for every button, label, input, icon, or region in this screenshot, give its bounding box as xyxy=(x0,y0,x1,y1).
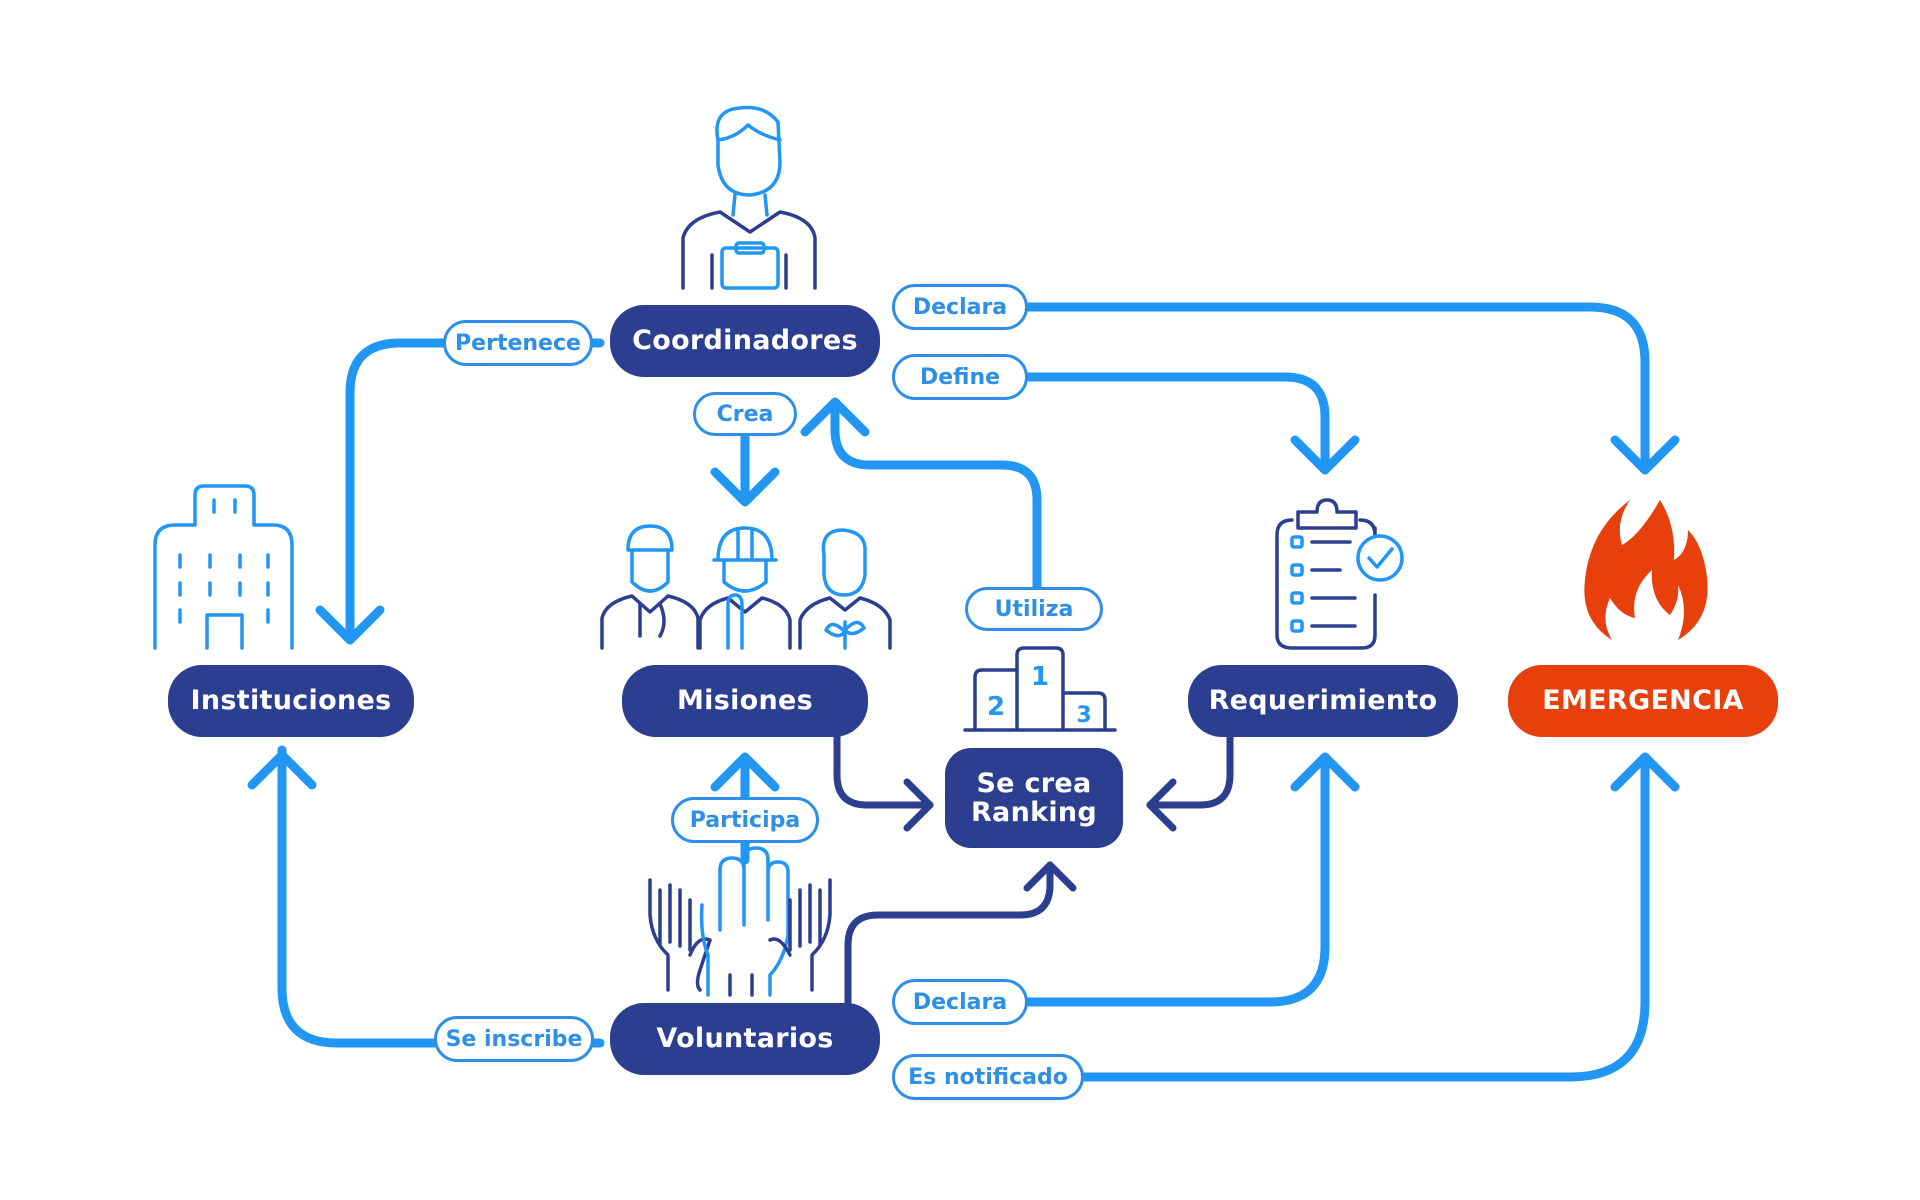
edge-utiliza xyxy=(830,407,1042,595)
node-emergencia-label: EMERGENCIA xyxy=(1542,685,1744,717)
label-crea: Crea xyxy=(693,392,797,436)
arrowhead-emergencia-top xyxy=(1610,435,1680,475)
label-participa: Participa xyxy=(671,797,819,843)
node-coordinadores-label: Coordinadores xyxy=(632,325,858,357)
node-requerimiento: Requerimiento xyxy=(1188,665,1458,737)
podium-number-2: 2 xyxy=(987,692,1005,722)
node-emergencia: EMERGENCIA xyxy=(1508,665,1778,737)
edge-declara-top xyxy=(1015,302,1650,475)
edge-requerimiento-ranking xyxy=(1146,731,1234,809)
workers-icon xyxy=(600,524,892,650)
podium-icon xyxy=(963,646,1117,732)
raised-hands-icon xyxy=(648,846,832,997)
arrowhead-misiones xyxy=(710,467,780,507)
node-ranking: Se crea Ranking xyxy=(945,748,1123,848)
node-instituciones-label: Instituciones xyxy=(190,685,392,717)
arrowhead-ranking-bottom xyxy=(1023,861,1077,892)
node-ranking-line1: Se crea xyxy=(976,767,1092,799)
edge-voluntarios-ranking xyxy=(844,861,1054,1009)
edge-pertenece xyxy=(345,338,605,645)
arrowhead-ranking-right xyxy=(1146,778,1177,832)
arrowhead-requerimiento-bottom xyxy=(1290,752,1360,792)
edge-declara-bottom xyxy=(1015,755,1330,1007)
node-instituciones: Instituciones xyxy=(168,665,414,737)
edge-misiones-ranking xyxy=(833,731,934,809)
label-pertenece: Pertenece xyxy=(443,320,593,366)
podium-number-3: 3 xyxy=(1076,703,1091,728)
node-coordinadores: Coordinadores xyxy=(610,305,880,377)
arrowhead-ranking-left xyxy=(903,778,934,832)
coordinator-icon xyxy=(681,105,817,290)
node-voluntarios-label: Voluntarios xyxy=(656,1023,834,1055)
edge-se-inscribe xyxy=(277,745,605,1048)
arrowhead-instituciones-bottom xyxy=(247,750,317,790)
node-ranking-line2: Ranking xyxy=(970,797,1098,828)
label-declara-bottom: Declara xyxy=(892,979,1028,1025)
clipboard-check-icon xyxy=(1275,498,1404,650)
arrowhead-participa xyxy=(710,752,780,792)
node-misiones-label: Misiones xyxy=(676,685,813,717)
label-es-notificado: Es notificado xyxy=(892,1054,1084,1100)
arrowhead-emergencia-bottom xyxy=(1610,752,1680,792)
fire-icon xyxy=(1584,500,1708,640)
label-utiliza: Utiliza xyxy=(965,587,1103,631)
building-icon xyxy=(153,484,294,650)
node-requerimiento-label: Requerimiento xyxy=(1208,685,1438,717)
label-se-inscribe: Se inscribe xyxy=(434,1016,594,1062)
label-define: Define xyxy=(892,354,1028,400)
edge-es-notificado xyxy=(1075,755,1650,1082)
node-misiones: Misiones xyxy=(622,665,868,737)
node-voluntarios: Voluntarios xyxy=(610,1003,880,1075)
arrowhead-coordinadores xyxy=(800,397,870,437)
arrowhead-instituciones-top xyxy=(315,605,385,645)
podium-number-1: 1 xyxy=(1031,662,1049,692)
arrowhead-requerimiento-top xyxy=(1290,435,1360,475)
label-declara-top: Declara xyxy=(892,284,1028,330)
edge-define xyxy=(1015,372,1330,475)
